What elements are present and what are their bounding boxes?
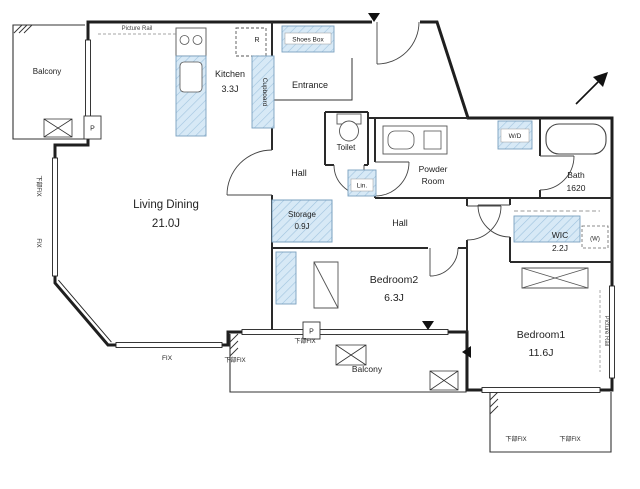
toilet-bowl bbox=[339, 120, 359, 142]
label-hall-lower: Hall bbox=[392, 218, 408, 228]
room-labels: Balcony Kitchen 3.3J Entrance Toilet Hal… bbox=[33, 67, 586, 374]
label-pipe-space-2: P bbox=[309, 329, 314, 336]
cupboard-box bbox=[251, 55, 275, 129]
label-storage: Storage bbox=[288, 210, 317, 219]
balcony-partition-ticks bbox=[13, 24, 499, 415]
label-hall-upper: Hall bbox=[291, 168, 307, 178]
label-toilet: Toilet bbox=[337, 143, 356, 152]
stove bbox=[175, 27, 207, 57]
drain-boxes bbox=[43, 118, 459, 391]
window-ld-diagonal bbox=[58, 279, 112, 343]
vanity-cabinet bbox=[423, 130, 442, 150]
north-arrow-icon bbox=[575, 72, 608, 105]
north-arrow-head bbox=[593, 72, 608, 87]
label-balcony-top-left: Balcony bbox=[33, 67, 61, 76]
bedroom2-cabinet bbox=[313, 261, 339, 309]
label-bath-size: 1620 bbox=[567, 183, 586, 193]
label-fix-bottom-right-1: 下部FIX bbox=[505, 435, 526, 443]
north-arrow-tail bbox=[575, 81, 599, 105]
bathtub bbox=[545, 123, 607, 155]
window-ld-bottom bbox=[115, 342, 223, 348]
label-fix-left-top: 下部FIX bbox=[35, 175, 43, 196]
exterior-wall bbox=[53, 20, 614, 392]
kitchen-sink bbox=[179, 61, 203, 93]
label-kitchen-size: 3.3J bbox=[221, 84, 238, 94]
storage-box bbox=[271, 199, 333, 243]
label-pipe-space-1: P bbox=[90, 126, 95, 133]
label-wic: WIC bbox=[552, 230, 569, 240]
window-bedroom1-bottom bbox=[481, 387, 601, 393]
label-wic-size: 2.2J bbox=[552, 243, 568, 253]
label-powder-room-1: Powder bbox=[419, 164, 448, 174]
closets bbox=[271, 199, 609, 309]
label-picture-rail-right: Picture Rail bbox=[603, 316, 609, 347]
label-kitchen: Kitchen bbox=[215, 69, 245, 79]
window-balcony-wall bbox=[241, 329, 449, 335]
label-water-heater: (W) bbox=[590, 237, 600, 243]
stove-burner-1 bbox=[179, 35, 190, 45]
shoes-box-label-bg bbox=[284, 32, 332, 45]
annotation-labels: Picture Rail Picture Rail 下部FIX FIX FIX … bbox=[35, 26, 609, 443]
label-living-dining-size: 21.0J bbox=[152, 218, 180, 230]
picture-rail-lines bbox=[98, 33, 601, 372]
label-shoes-box: Shoes Box bbox=[292, 37, 324, 44]
entrance-fixtures bbox=[281, 25, 335, 53]
entrance-step-line bbox=[274, 58, 353, 101]
sanitary-fixtures bbox=[336, 113, 607, 197]
label-bedroom2-size: 6.3J bbox=[384, 292, 404, 304]
label-living-dining: Living Dining bbox=[133, 199, 199, 211]
pipe-spaces bbox=[83, 115, 321, 340]
pipe-space-box-1 bbox=[83, 115, 102, 140]
washer-dryer-label-bg bbox=[500, 128, 530, 143]
label-balcony-bottom: Balcony bbox=[352, 364, 383, 374]
label-bedroom1-size: 11.6J bbox=[529, 347, 554, 359]
label-entrance: Entrance bbox=[292, 80, 328, 90]
balconies bbox=[12, 24, 612, 453]
label-powder-room-2: Room bbox=[422, 176, 445, 186]
label-linen: Lin. bbox=[357, 183, 368, 190]
window-ld-left bbox=[52, 157, 58, 277]
window-bedroom1-right bbox=[609, 285, 615, 379]
label-fix-bottom-right-2: 下部FIX bbox=[559, 435, 580, 443]
linen-label-bg bbox=[350, 178, 374, 192]
refrigerator-box bbox=[235, 27, 267, 57]
windows bbox=[52, 39, 615, 393]
label-cupboard: Cupboard bbox=[261, 78, 268, 107]
vanity-sink bbox=[387, 130, 415, 150]
label-fix-ld-bottom2: 下部FIX bbox=[224, 356, 245, 364]
label-fix-ld-bottom: FIX bbox=[162, 355, 173, 362]
label-storage-size: 0.9J bbox=[294, 222, 309, 231]
label-fix-left-bottom: FIX bbox=[35, 238, 41, 247]
label-bath: Bath bbox=[567, 170, 585, 180]
fixture-labels: R Shoes Box Cupboard Lin. W/D (W) P P bbox=[90, 37, 600, 336]
label-picture-rail-top: Picture Rail bbox=[122, 26, 153, 32]
label-fix-balcony-wall: 下部FIX bbox=[294, 337, 315, 345]
label-bedroom1: Bedroom1 bbox=[517, 329, 566, 341]
label-refrigerator: R bbox=[254, 37, 259, 44]
kitchen-fixtures bbox=[175, 27, 275, 137]
bedroom2-closet bbox=[275, 251, 297, 305]
wic-shelf bbox=[513, 215, 581, 243]
label-bedroom2: Bedroom2 bbox=[370, 274, 419, 286]
pipe-space-box-2 bbox=[302, 321, 321, 340]
label-washer-dryer: W/D bbox=[509, 133, 522, 140]
bedroom1-cabinet bbox=[521, 267, 589, 289]
water-heater-box bbox=[581, 225, 609, 249]
vent-markers bbox=[368, 13, 471, 358]
stove-burner-2 bbox=[192, 35, 203, 45]
